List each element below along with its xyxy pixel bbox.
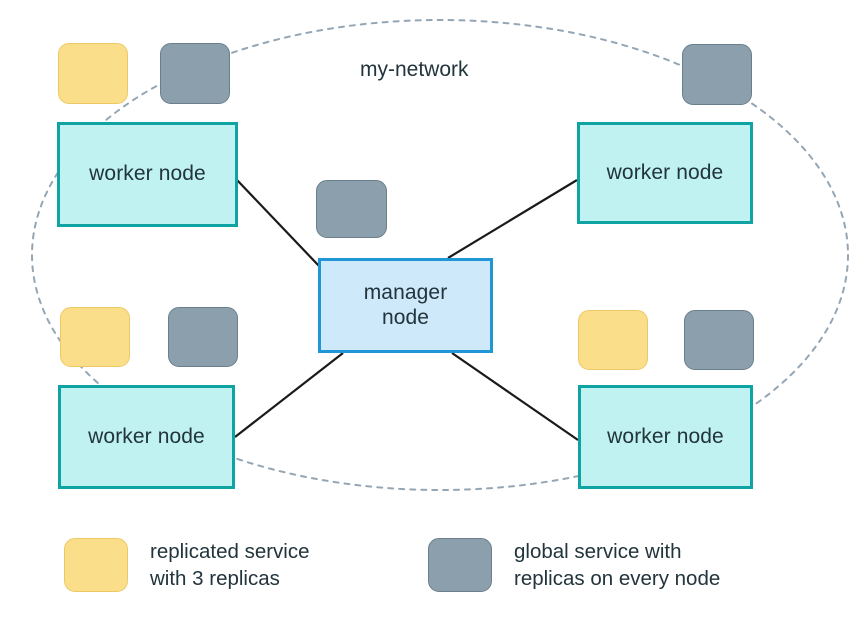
node-worker-bottom-left-label: worker node [88,424,205,448]
service-global-center[interactable] [316,180,387,238]
connector-worker-bottom-right-to-manager [451,352,579,441]
node-worker-top-left-label: worker node [89,162,206,186]
service-global-4[interactable] [684,310,754,370]
node-manager-label-line2: node [381,305,430,329]
node-worker-bottom-left[interactable]: worker node [58,385,235,489]
connector-worker-top-right-to-manager [447,179,578,259]
node-worker-bottom-right-label: worker node [607,424,724,448]
service-replicated-1[interactable] [58,43,128,104]
node-manager-label-line1: manager [363,281,448,305]
service-global-2[interactable] [682,44,752,105]
legend-swatch-global-icon [428,538,492,593]
connector-worker-bottom-left-to-manager [234,352,344,438]
node-worker-top-right-label: worker node [606,160,724,184]
legend-item-replicated: replicated service with 3 replicas [64,538,310,593]
service-global-1[interactable] [160,43,230,104]
legend-item-global: global service with replicas on every no… [428,538,721,593]
node-worker-top-left[interactable]: worker node [57,122,238,227]
node-worker-bottom-right[interactable]: worker node [578,385,753,489]
connector-worker-top-left-to-manager [236,179,320,267]
network-boundary-ellipse [31,19,849,491]
service-global-3[interactable] [168,307,238,367]
network-label: my-network [360,58,469,81]
legend-swatch-replicated-icon [64,538,128,593]
legend-label-replicated: replicated service with 3 replicas [150,540,310,591]
legend-label-global: global service with replicas on every no… [514,540,721,591]
node-manager[interactable]: manager node [318,258,493,353]
node-worker-top-right[interactable]: worker node [577,122,753,224]
service-replicated-2[interactable] [60,307,130,367]
service-replicated-3[interactable] [578,310,648,370]
